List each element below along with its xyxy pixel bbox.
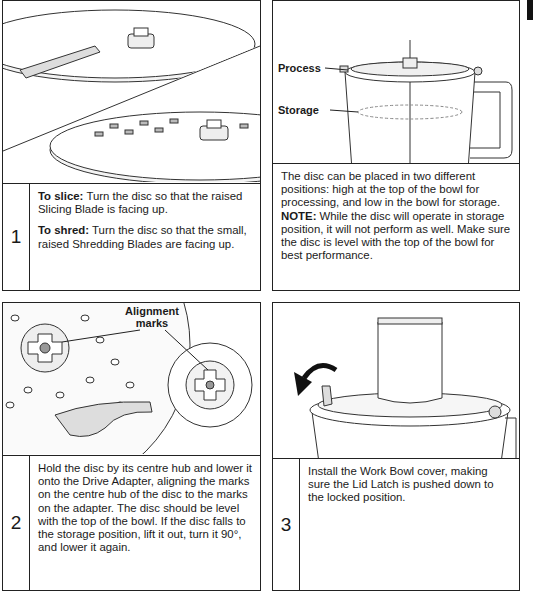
hole — [56, 392, 64, 398]
hole — [11, 315, 19, 321]
hole — [96, 337, 104, 343]
lid-latch — [322, 386, 332, 406]
rim-knob — [474, 67, 482, 75]
instruction-line: Install the Work Bowl cover, making sure… — [308, 465, 494, 503]
step-box: 1 To slice:Turn the disc so that the rais… — [2, 183, 261, 291]
disc-top — [0, 10, 255, 78]
paragraph: To shred:Turn the disc so that the small… — [38, 224, 253, 250]
leader-line — [165, 330, 208, 370]
leader-lines — [62, 330, 208, 370]
instruction-line: Hold the disc by its centre hub and lowe… — [38, 462, 252, 553]
blade — [125, 130, 133, 134]
paragraph: Install the Work Bowl cover, making sure… — [308, 465, 512, 505]
step-box: The disc can be placed in two different … — [272, 163, 520, 291]
drive-adapter — [168, 343, 252, 427]
arrow-curve — [304, 366, 336, 379]
part-label: Alignment marks — [112, 305, 192, 329]
part-label: Storage — [278, 104, 338, 116]
hole — [111, 359, 119, 365]
step-number-cell: 1 — [3, 184, 30, 290]
instruction-text: Hold the disc by its centre hub and lowe… — [30, 456, 260, 590]
part-label: Process — [278, 62, 338, 74]
step-number: 2 — [11, 512, 22, 534]
instruction-line: The disc can be placed in two different … — [281, 170, 500, 208]
leader-line — [325, 68, 348, 70]
instruction-text: To slice:Turn the disc so that the raise… — [30, 184, 260, 290]
adapter-outer — [168, 343, 252, 427]
leader-line — [330, 110, 358, 112]
arrow-head — [294, 372, 312, 396]
panel-frame — [273, 1, 520, 164]
blade — [95, 132, 103, 136]
paragraph: The disc can be placed in two different … — [281, 170, 512, 210]
hole — [81, 315, 89, 321]
adapter-cross — [195, 370, 225, 400]
step-number: 3 — [281, 514, 292, 536]
latch-knob — [489, 406, 501, 418]
hole — [24, 387, 32, 393]
adapter-centre — [206, 381, 214, 389]
slicing-blade — [20, 46, 100, 78]
blade — [170, 119, 178, 123]
handle-inner — [470, 92, 500, 148]
corner-bar — [527, 0, 533, 20]
storage-disc — [358, 105, 462, 119]
processor-illustration — [310, 318, 516, 458]
step-number-cell: 3 — [273, 459, 300, 590]
bold-lead: To slice: — [38, 190, 83, 202]
slicing-disc — [0, 10, 255, 82]
leader-line — [62, 330, 140, 342]
panel-frame — [273, 303, 520, 459]
instruction-text: Install the Work Bowl cover, making sure… — [300, 459, 519, 590]
bold-lead: NOTE: — [281, 210, 316, 222]
disc-hub — [403, 58, 417, 68]
paragraph: To slice:Turn the disc so that the raise… — [38, 190, 253, 216]
instruction-text: The disc can be placed in two different … — [273, 164, 519, 290]
hole — [86, 377, 94, 383]
bowl-handle — [470, 82, 512, 158]
adapter-inner — [186, 361, 234, 409]
motion-arrow — [294, 366, 336, 397]
hub-keyhole — [28, 334, 62, 362]
paragraph: Hold the disc by its centre hub and lowe… — [38, 462, 253, 554]
hole — [126, 382, 134, 388]
step-box: 3 Install the Work Bowl cover, making sur… — [272, 458, 520, 591]
feed-tube — [378, 322, 442, 403]
slicing-blade — [55, 402, 152, 437]
hole — [6, 402, 14, 408]
step-number: 1 — [11, 226, 22, 248]
blade — [140, 121, 148, 125]
leader-lines — [325, 68, 358, 112]
disc-holes — [6, 315, 134, 408]
blade — [155, 128, 163, 132]
bowl-illustration — [340, 40, 512, 163]
step-box: 2 Hold the disc by its centre hub and low… — [2, 455, 261, 591]
paragraph: NOTE:While the disc will operate in stor… — [281, 210, 512, 263]
handle — [505, 418, 516, 458]
step-number-cell: 2 — [3, 456, 30, 590]
hub-top — [207, 120, 221, 128]
feed-tube-rim — [378, 318, 442, 324]
blade — [240, 124, 248, 128]
hub-top — [134, 28, 148, 36]
blade — [110, 124, 118, 128]
bold-lead: To shred: — [38, 224, 89, 236]
centre-hub — [21, 324, 69, 372]
hub-centre — [40, 343, 50, 353]
